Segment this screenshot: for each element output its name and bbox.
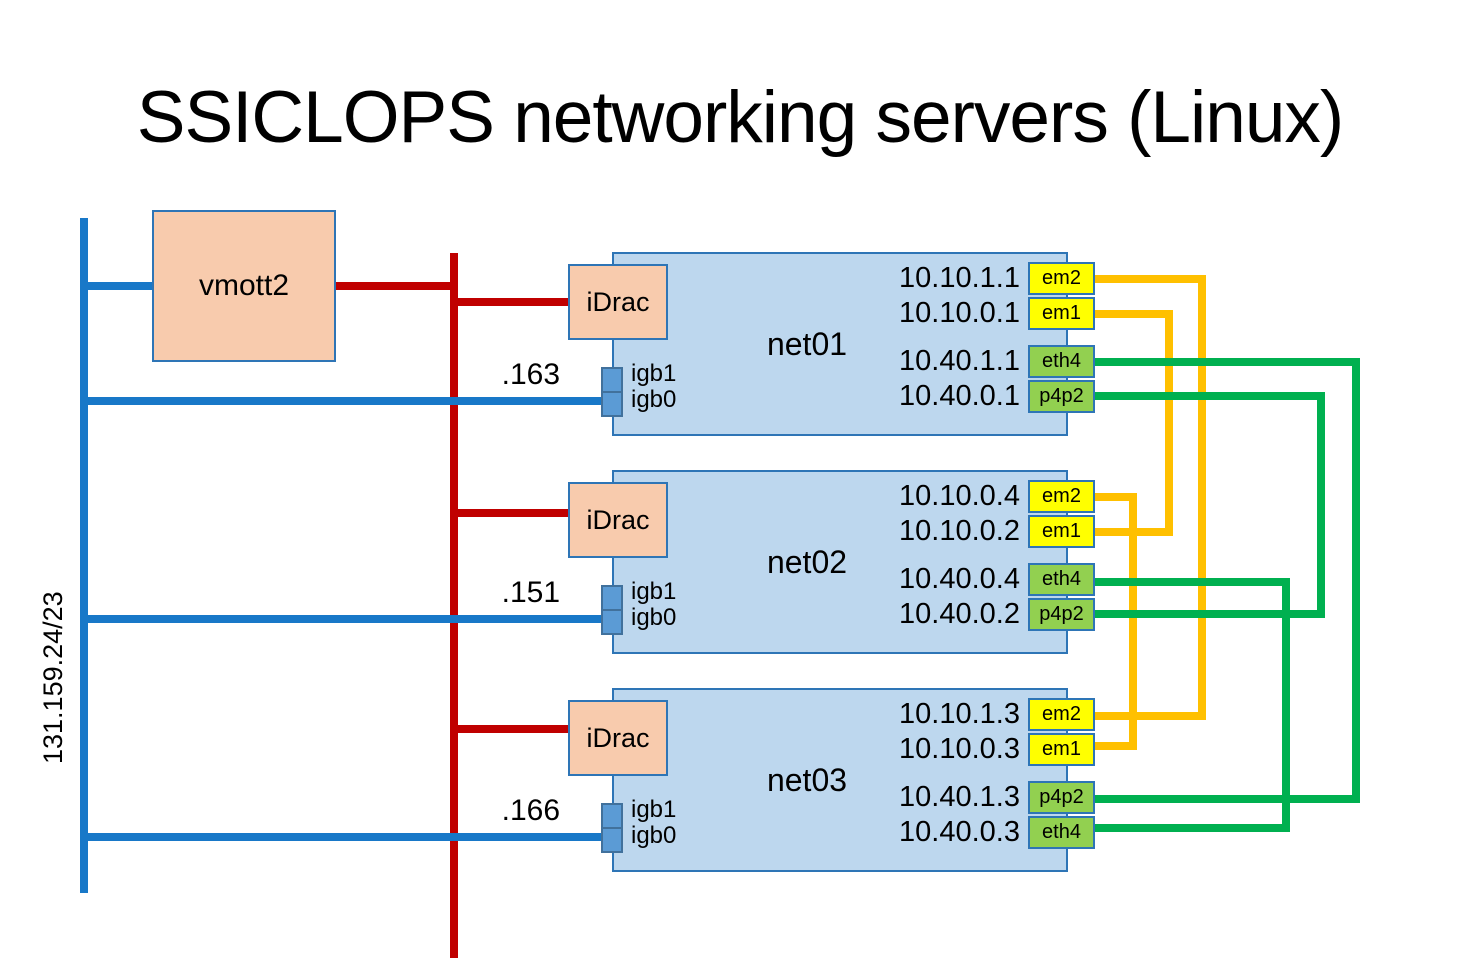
ip-address: 10.10.0.4 (899, 480, 1020, 512)
wire-yellow-net02em2-net03em1-seg3 (1090, 742, 1137, 750)
nic-igb1-label: igb1 (631, 578, 677, 605)
port-eth4: eth4 (1028, 345, 1095, 378)
idrac-label: iDrac (586, 504, 650, 535)
idrac-red-branch-net02 (454, 509, 572, 517)
network-subnet-label: 131.159.24/23 (38, 591, 68, 765)
server-box-net02 (612, 470, 1068, 654)
ip-address: 10.40.1.1 (899, 345, 1020, 377)
page-title: SSICLOPS networking servers (Linux) (136, 77, 1344, 158)
idrac-label: iDrac (586, 286, 650, 317)
wire-yellow-net01em1-net02em1-seg1 (1090, 310, 1173, 318)
ip-address: 10.10.1.1 (899, 262, 1020, 294)
nic-igb0-label: igb0 (631, 386, 677, 413)
port-em1: em1 (1028, 515, 1095, 548)
igb0-blue-link-net01 (84, 397, 616, 405)
nic-igb0-box (601, 827, 623, 853)
mgmt-ip-suffix-net01: .163 (501, 358, 560, 391)
wire-yellow-net02em2-net03em1-seg2 (1129, 493, 1137, 750)
wire-green-net01p4p2-net02p4p2-seg1 (1090, 392, 1325, 400)
port-em1: em1 (1028, 733, 1095, 766)
wire-yellow-net01em1-net02em1-seg2 (1165, 310, 1173, 536)
ip-address: 10.10.0.3 (899, 733, 1020, 765)
port-p4p2: p4p2 (1028, 380, 1095, 413)
port-em2: em2 (1028, 262, 1095, 295)
port-em2: em2 (1028, 480, 1095, 513)
server-box-net03 (612, 688, 1068, 872)
port-em2: em2 (1028, 698, 1095, 731)
nic-igb1-label: igb1 (631, 796, 677, 823)
nic-igb1-label: igb1 (631, 360, 677, 387)
wire-green-net01eth4-net03p4p2-seg2 (1352, 358, 1360, 803)
idrac-box-net02: iDrac (568, 482, 668, 558)
nic-igb0-label: igb0 (631, 604, 677, 631)
ip-address: 10.10.0.2 (899, 515, 1020, 547)
ip-address: 10.40.1.3 (899, 781, 1020, 813)
wire-green-net01p4p2-net02p4p2-seg3 (1090, 610, 1325, 618)
server-name-net03: net03 (766, 762, 848, 798)
igb0-blue-link-net02 (84, 615, 616, 623)
nic-igb0-label: igb0 (631, 822, 677, 849)
wire-green-net01p4p2-net02p4p2-seg2 (1317, 392, 1325, 618)
idrac-label: iDrac (586, 722, 650, 753)
nic-igb1-box (601, 585, 623, 611)
wire-green-net01eth4-net03p4p2-seg1 (1090, 358, 1360, 366)
wire-yellow-net01em2-net03em2-seg2 (1198, 275, 1206, 720)
mgmt-ip-suffix-net02: .151 (501, 576, 560, 609)
wire-yellow-net01em2-net03em2-seg1 (1090, 275, 1206, 283)
port-eth4: eth4 (1028, 563, 1095, 596)
ip-address: 10.40.0.2 (899, 598, 1020, 630)
ip-address: 10.10.1.3 (899, 698, 1020, 730)
lan-blue-trunk (80, 218, 88, 893)
nic-igb0-box (601, 609, 623, 635)
gateway-box: vmott2 (152, 210, 336, 362)
port-p4p2: p4p2 (1028, 781, 1095, 814)
wire-green-net02eth4-net03eth4-seg1 (1090, 578, 1290, 586)
port-p4p2: p4p2 (1028, 598, 1095, 631)
mgmt-ip-suffix-net03: .166 (501, 794, 560, 827)
gateway-red-link (334, 282, 454, 290)
port-eth4: eth4 (1028, 816, 1095, 849)
wire-green-net02eth4-net03eth4-seg2 (1282, 578, 1290, 832)
nic-igb0-box (601, 391, 623, 417)
mgmt-red-trunk (450, 253, 458, 958)
gateway-label: vmott2 (198, 269, 290, 302)
idrac-box-net03: iDrac (568, 700, 668, 776)
ip-address: 10.40.0.1 (899, 380, 1020, 412)
nic-igb1-box (601, 803, 623, 829)
ip-address: 10.40.0.4 (899, 563, 1020, 595)
idrac-box-net01: iDrac (568, 264, 668, 340)
gateway-blue-link (84, 282, 154, 290)
server-name-net01: net01 (766, 326, 848, 362)
wire-green-net01eth4-net03p4p2-seg3 (1090, 795, 1360, 803)
server-box-net01 (612, 252, 1068, 436)
port-em1: em1 (1028, 297, 1095, 330)
nic-igb1-box (601, 367, 623, 393)
wire-yellow-net01em2-net03em2-seg3 (1090, 712, 1206, 720)
wire-yellow-net02em2-net03em1-seg1 (1090, 493, 1137, 501)
idrac-red-branch-net03 (454, 725, 572, 733)
ip-address: 10.40.0.3 (899, 816, 1020, 848)
idrac-red-branch-net01 (454, 298, 572, 306)
igb0-blue-link-net03 (84, 833, 616, 841)
ip-address: 10.10.0.1 (899, 297, 1020, 329)
wire-green-net02eth4-net03eth4-seg3 (1090, 824, 1290, 832)
server-name-net02: net02 (766, 544, 848, 580)
